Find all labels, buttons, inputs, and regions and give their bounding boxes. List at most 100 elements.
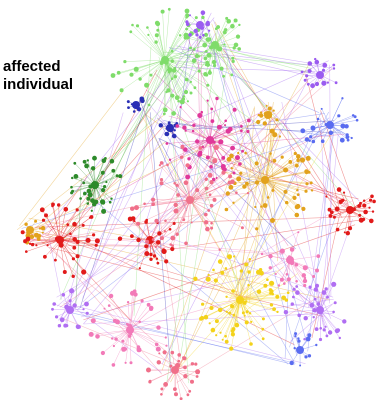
graph-node <box>160 9 165 14</box>
graph-node <box>211 59 217 65</box>
graph-node <box>127 216 133 222</box>
graph-node <box>43 254 47 259</box>
graph-node <box>159 181 164 186</box>
graph-node <box>185 27 189 31</box>
graph-edge <box>238 178 266 181</box>
graph-node <box>187 157 191 161</box>
graph-edge <box>320 118 330 304</box>
graph-node <box>158 352 161 355</box>
graph-edge <box>225 268 241 301</box>
graph-node <box>138 320 141 324</box>
graph-node <box>344 124 349 129</box>
graph-node <box>305 182 309 186</box>
graph-node <box>103 185 107 189</box>
graph-node <box>164 219 167 222</box>
graph-node <box>350 136 353 140</box>
graph-node <box>363 199 366 202</box>
graph-node <box>228 174 233 179</box>
graph-node <box>171 133 177 139</box>
graph-edge <box>172 199 191 239</box>
graph-node <box>182 125 187 130</box>
graph-node <box>198 146 203 150</box>
graph-edge <box>234 179 266 184</box>
graph-node <box>175 183 179 187</box>
graph-edge <box>209 44 216 73</box>
graph-node <box>215 334 218 337</box>
graph-node <box>332 215 336 219</box>
graph-node <box>224 28 228 32</box>
graph-edge <box>109 305 131 331</box>
graph-edge <box>71 312 291 363</box>
graph-edge <box>164 59 174 114</box>
graph-edge <box>94 158 96 186</box>
graph-node <box>271 292 275 296</box>
graph-node <box>240 124 243 128</box>
graph-node <box>149 257 153 261</box>
graph-node <box>320 107 323 110</box>
graph-edge <box>251 62 310 172</box>
graph-edge <box>164 47 191 61</box>
graph-node <box>177 353 181 357</box>
graph-edge <box>158 138 188 193</box>
graph-node <box>325 334 329 338</box>
graph-edge <box>187 139 211 178</box>
graph-node <box>208 322 211 325</box>
graph-node <box>301 273 306 278</box>
graph-edge <box>264 179 287 203</box>
graph-node <box>243 314 246 317</box>
graph-node <box>343 231 346 234</box>
graph-edge <box>320 134 339 310</box>
graph-edge <box>91 329 131 335</box>
graph-node <box>230 332 235 337</box>
graph-node <box>103 307 106 310</box>
graph-edge <box>239 271 250 301</box>
graph-node <box>284 298 289 302</box>
graph-node <box>353 115 357 119</box>
graph-edge <box>307 125 335 352</box>
graph-edge <box>308 136 333 308</box>
graph-edge <box>163 51 313 66</box>
graph-edge <box>185 37 216 46</box>
graph-edge <box>178 31 191 128</box>
graph-node <box>62 270 67 274</box>
graph-node <box>68 299 72 303</box>
graph-edge <box>30 239 61 245</box>
graph-edge <box>35 230 330 301</box>
graph-edge <box>164 51 207 61</box>
graph-edge <box>239 270 242 301</box>
graph-edge <box>319 309 321 340</box>
graph-node <box>160 387 164 391</box>
graph-node <box>133 292 138 297</box>
graph-edge <box>42 233 283 254</box>
graph-node <box>51 307 54 311</box>
graph-node <box>195 369 201 375</box>
graph-node <box>114 337 118 341</box>
graph-node <box>219 331 222 334</box>
graph-node <box>154 218 159 223</box>
graph-node <box>73 161 77 165</box>
graph-edge <box>248 117 276 304</box>
graph-node <box>101 188 106 193</box>
graph-edge <box>289 259 318 271</box>
graph-edge <box>209 108 212 141</box>
graph-node <box>247 283 250 287</box>
graph-edge <box>264 136 281 181</box>
graph-node <box>332 310 335 314</box>
graph-edge <box>120 200 352 335</box>
graph-node <box>127 334 132 338</box>
graph-node <box>138 77 142 81</box>
graph-node <box>167 121 171 125</box>
graph-edge <box>245 152 266 181</box>
graph-edge <box>164 55 209 61</box>
graph-edge <box>208 31 298 356</box>
graph-edge <box>239 289 271 301</box>
graph-node <box>247 270 251 274</box>
graph-node <box>294 204 300 210</box>
graph-node <box>63 207 69 212</box>
graph-node <box>145 218 148 222</box>
graph-node <box>38 227 42 230</box>
graph-edge <box>167 164 191 201</box>
graph-node <box>188 389 192 393</box>
graph-node <box>173 387 177 391</box>
graph-node <box>217 46 223 52</box>
